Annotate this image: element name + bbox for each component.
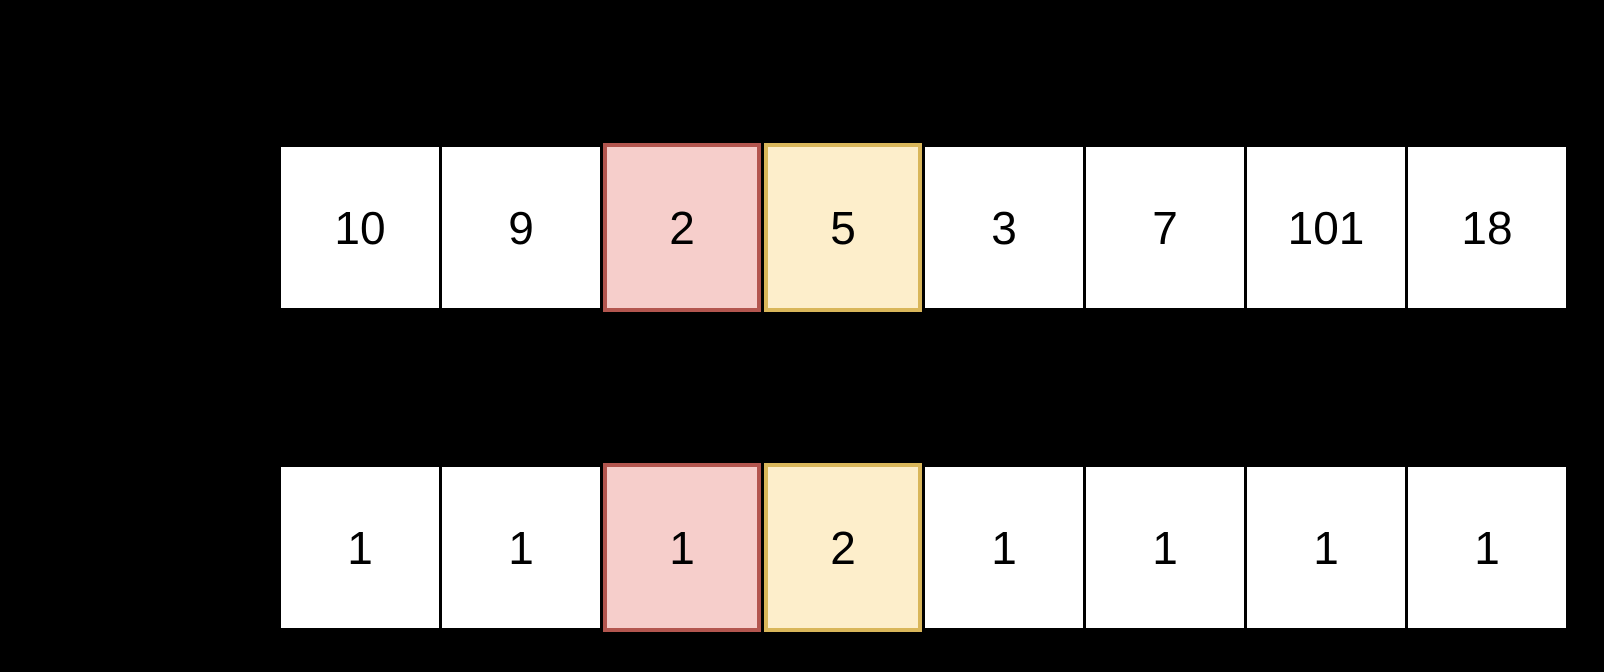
array-cell-bottom-array-5: 1 bbox=[1086, 467, 1244, 628]
array-cell-value: 1 bbox=[508, 521, 534, 574]
array-cell-value: 1 bbox=[1474, 521, 1500, 574]
array-cell-top-array-1: 9 bbox=[442, 147, 600, 308]
array-cell-bottom-array-6: 1 bbox=[1247, 467, 1405, 628]
top-array-row: 10 9 2 5 3 7 101 18 bbox=[281, 143, 1566, 312]
array-cell-top-array-4: 3 bbox=[925, 147, 1083, 308]
array-cell-top-array-6: 101 bbox=[1247, 147, 1405, 308]
array-cell-value: 10 bbox=[334, 201, 386, 254]
array-cell-top-array-0: 10 bbox=[281, 147, 439, 308]
array-cell-value: 1 bbox=[669, 521, 695, 574]
array-cell-bottom-array-1: 1 bbox=[442, 467, 600, 628]
array-cell-value: 101 bbox=[1287, 201, 1365, 254]
array-cell-value: 2 bbox=[830, 521, 856, 574]
array-cell-value: 2 bbox=[669, 201, 695, 254]
array-cell-value: 1 bbox=[347, 521, 373, 574]
array-cell-bottom-array-3: 2 bbox=[764, 463, 922, 632]
array-cell-value: 1 bbox=[1313, 521, 1339, 574]
array-cell-value: 5 bbox=[830, 201, 856, 254]
array-cell-top-array-2: 2 bbox=[603, 143, 761, 312]
array-cell-bottom-array-7: 1 bbox=[1408, 467, 1566, 628]
array-cell-value: 9 bbox=[508, 201, 534, 254]
array-cell-bottom-array-4: 1 bbox=[925, 467, 1083, 628]
array-cell-value: 18 bbox=[1461, 201, 1513, 254]
array-cell-top-array-5: 7 bbox=[1086, 147, 1244, 308]
array-cell-value: 1 bbox=[991, 521, 1017, 574]
array-cell-value: 7 bbox=[1152, 201, 1178, 254]
array-cell-top-array-3: 5 bbox=[764, 143, 922, 312]
array-cell-bottom-array-0: 1 bbox=[281, 467, 439, 628]
array-cell-value: 3 bbox=[991, 201, 1017, 254]
array-cell-top-array-7: 18 bbox=[1408, 147, 1566, 308]
array-cell-value: 1 bbox=[1152, 521, 1178, 574]
bottom-array-row: 1 1 1 2 1 1 1 1 bbox=[281, 463, 1566, 632]
array-cell-bottom-array-2: 1 bbox=[603, 463, 761, 632]
